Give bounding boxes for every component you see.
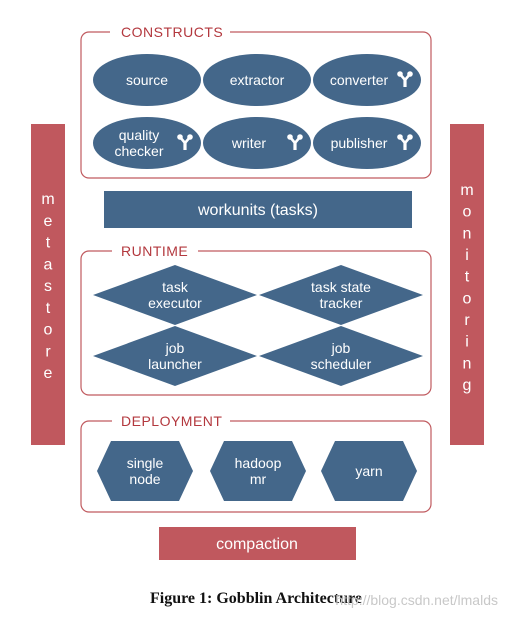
construct-node: writer <box>203 117 311 169</box>
compaction-label: compaction <box>216 536 298 553</box>
deployment-title: DEPLOYMENT <box>121 413 222 429</box>
fork-icon <box>177 134 193 150</box>
deployment-label: yarn <box>355 463 382 479</box>
runtime-title: RUNTIME <box>121 243 188 259</box>
construct-label: converter <box>330 72 389 88</box>
workunits-label: workunits (tasks) <box>197 202 318 219</box>
watermark: http://blog.csdn.net/lmalds <box>335 592 498 608</box>
constructs-title: CONSTRUCTS <box>121 24 223 40</box>
fork-icon <box>397 134 413 150</box>
construct-label: extractor <box>230 72 285 88</box>
construct-label: publisher <box>331 135 388 151</box>
construct-label: source <box>126 72 168 88</box>
fork-icon <box>397 71 413 87</box>
construct-node: publisher <box>313 117 421 169</box>
workunits-bar: workunits (tasks) <box>104 191 412 228</box>
fork-icon <box>287 134 303 150</box>
deployment-node: yarn <box>321 441 417 501</box>
construct-node: converter <box>313 54 421 106</box>
constructs-section: CONSTRUCTS source extractor converter quali… <box>80 24 432 179</box>
construct-node: source <box>93 54 201 106</box>
compaction-bar: compaction <box>159 527 356 560</box>
figure-caption: Figure 1: Gobblin Architecture <box>150 590 362 607</box>
construct-label: writer <box>231 135 267 151</box>
construct-node: extractor <box>203 54 311 106</box>
